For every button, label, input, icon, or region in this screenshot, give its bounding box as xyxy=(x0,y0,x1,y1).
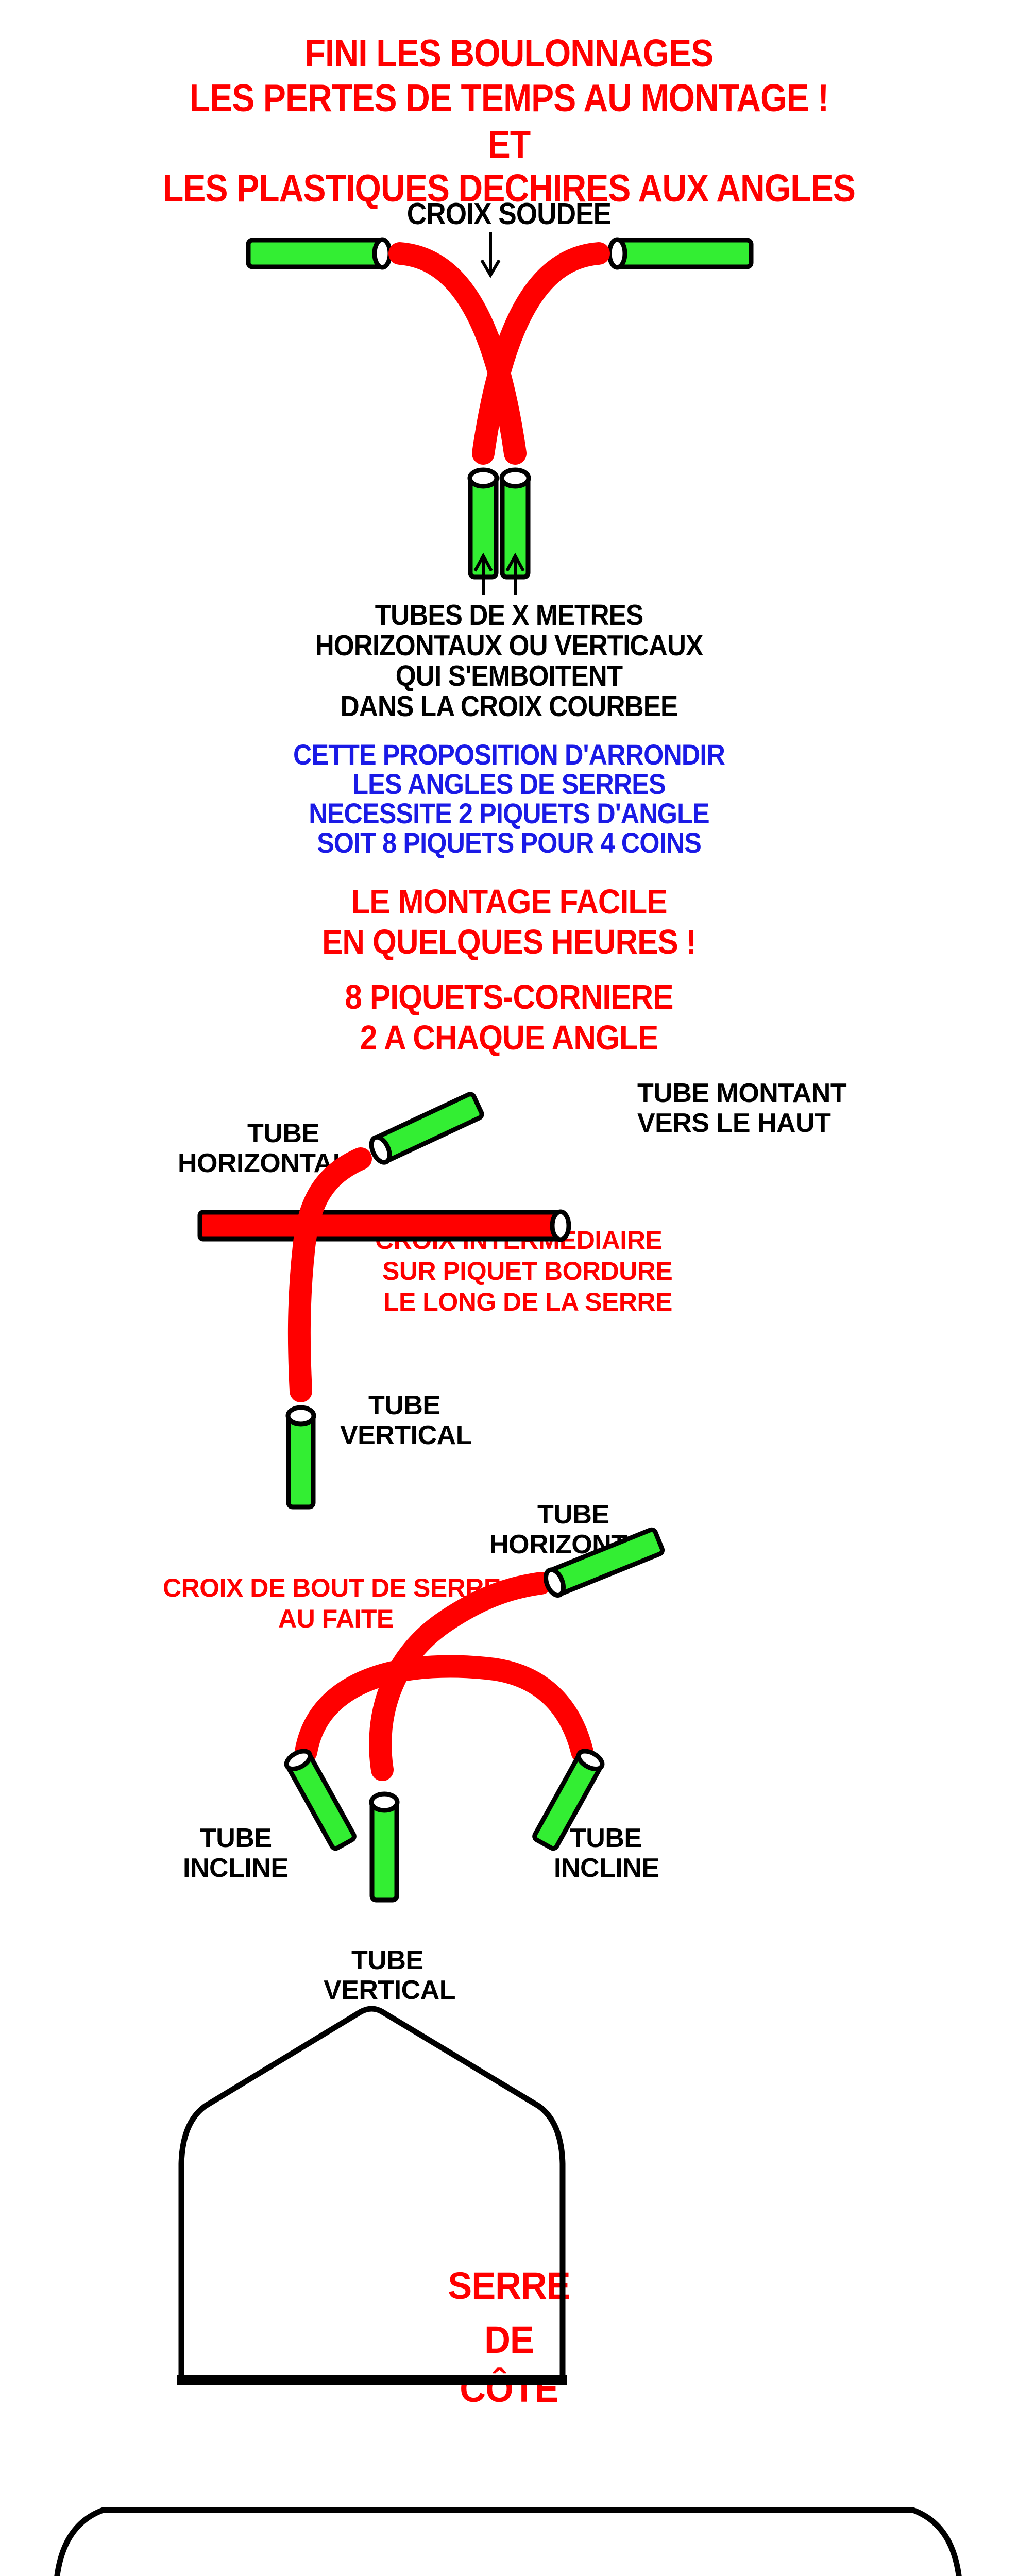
diagram1-caption-line-1: TUBES DE X METRES xyxy=(375,599,643,632)
red-curve-arm-a-fill xyxy=(388,242,527,465)
greenhouse-front-outline xyxy=(54,2507,962,2576)
down-arrow-icon xyxy=(480,232,501,278)
red-elbow-outline xyxy=(297,1156,363,1394)
diagram2-label-vertical-line-2: VERTICAL xyxy=(340,1420,472,1450)
diagram2-note-line-1: CROIX INTERMEDIAIRE xyxy=(375,1226,663,1255)
red-arch-outline xyxy=(303,1664,585,1754)
diagram1-caption-line-4: DANS LA CROIX COURBEE xyxy=(340,690,678,723)
green-tube-horizontal-left xyxy=(246,237,393,270)
red-elbow-fill xyxy=(287,1147,372,1402)
red-block-line-4: 2 A CHAQUE ANGLE xyxy=(360,1019,659,1057)
red-ridge-fill xyxy=(369,1572,552,1781)
diagram3-label-vertical-line-2: VERTICAL xyxy=(324,1975,456,2005)
diagram1-title: CROIX SOUDEE xyxy=(406,197,612,231)
diagram3-label-vertical-line-1: TUBE xyxy=(351,1945,423,1975)
up-arrow-right-icon xyxy=(505,552,525,595)
diagram2-note-line-2: SUR PIQUET BORDURE xyxy=(382,1257,673,1285)
diagram1-caption-line-3: QUI S'EMBOITENT xyxy=(395,659,623,692)
green-tube-vertical-right xyxy=(499,467,531,580)
red-block-line-1: LE MONTAGE FACILE xyxy=(351,883,667,921)
diagram3-label-horizontal-line-2: HORIZONTAL xyxy=(489,1530,660,1560)
greenhouse-side-label-line-3: CÔTE xyxy=(460,2367,558,2410)
red-curve-arm-b-fill xyxy=(472,242,610,465)
red-block-line-3: 8 PIQUETS-CORNIERE xyxy=(345,978,673,1016)
diagram3-label-incline-left-line-1: TUBE xyxy=(200,1823,272,1853)
diagram2-label-montant-line-1: TUBE MONTANT xyxy=(637,1078,847,1108)
up-arrow-left-icon xyxy=(473,552,493,595)
green-tube-vertical-left xyxy=(467,467,499,580)
diagram2-label-horizontal-line-1: TUBE xyxy=(247,1118,319,1148)
diagram2-note-line-3: LE LONG DE LA SERRE xyxy=(383,1287,672,1316)
blue-block-line-1: CETTE PROPOSITION D'ARRONDIR xyxy=(293,738,725,771)
red-arch-fill xyxy=(295,1655,593,1763)
green-tube-horizontal-right xyxy=(607,237,754,270)
diagram3-note-line-2: AU FAITE xyxy=(278,1604,394,1633)
greenhouse-side-label-line-1: SERRE xyxy=(448,2264,570,2307)
headline-line-3: ET xyxy=(487,123,531,166)
diagram3-label-horizontal-line-1: TUBE xyxy=(537,1500,609,1530)
green-tube-rising xyxy=(369,1092,484,1165)
headline-line-1: FINI LES BOULONNAGES xyxy=(304,31,714,75)
blue-block-line-3: NECESSITE 2 PIQUETS D'ANGLE xyxy=(309,797,709,829)
diagram3-note-line-1: CROIX DE BOUT DE SERRE xyxy=(163,1573,501,1602)
red-curve-arm-b xyxy=(481,251,601,456)
greenhouse-side-label-line-2: DE xyxy=(484,2318,534,2361)
red-block-line-2: EN QUELQUES HEURES ! xyxy=(322,923,697,961)
red-ridge-outline xyxy=(378,1581,544,1772)
blue-block-line-4: SOIT 8 PIQUETS POUR 4 COINS xyxy=(317,826,702,859)
diagram3-label-incline-right-line-2: INCLINE xyxy=(554,1853,659,1883)
diagram2-label-vertical-line-1: TUBE xyxy=(368,1391,440,1420)
green-tube-vertical xyxy=(285,1405,316,1510)
diagram2-label-horizontal-line-2: HORIZONTAL xyxy=(178,1148,349,1178)
diagram3-label-incline-right-line-1: TUBE xyxy=(570,1823,642,1853)
diagram1-welded-cross xyxy=(246,232,754,595)
diagram3-label-incline-left-line-2: INCLINE xyxy=(183,1853,289,1883)
headline-line-4: LES PLASTIQUES DECHIRES AUX ANGLES xyxy=(162,166,856,210)
green-tube-vertical-center xyxy=(369,1791,400,1903)
red-curve-arm-a xyxy=(397,251,518,456)
diagram1-caption-line-2: HORIZONTAUX OU VERTICAUX xyxy=(315,629,704,662)
green-tube-incline-left xyxy=(284,1749,357,1851)
diagram2-label-montant-line-2: VERS LE HAUT xyxy=(637,1108,831,1138)
headline-line-2: LES PERTES DE TEMPS AU MONTAGE ! xyxy=(189,76,829,120)
blue-block-line-2: LES ANGLES DE SERRES xyxy=(352,768,666,800)
